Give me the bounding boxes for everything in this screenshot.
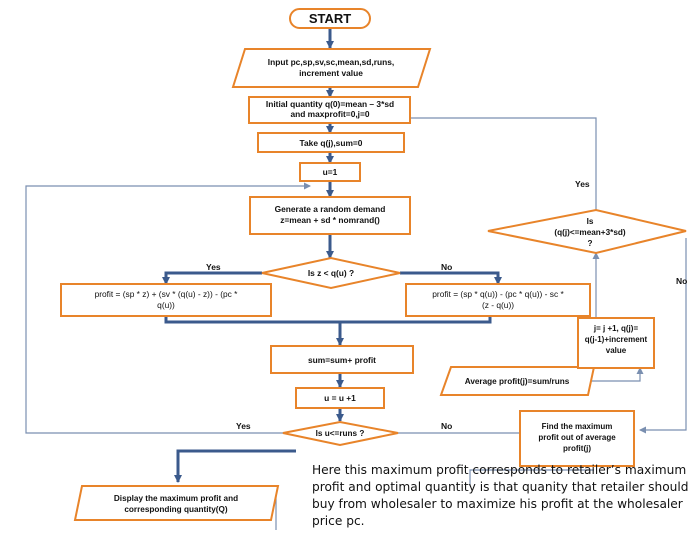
gen-line-2: z=mean + sd * nomrand() — [280, 215, 380, 225]
gen-line-1: Generate a random demand — [275, 204, 386, 214]
jinc-line-3: value — [606, 346, 627, 355]
j-increment-box — [577, 317, 655, 369]
decision2-text: Is u<=runs ? — [316, 429, 365, 438]
flowchart-shapes — [60, 8, 687, 521]
jinc-line-2: q(j-1)+increment — [585, 335, 648, 344]
dec2-line-1: Is u<=runs ? — [316, 429, 365, 438]
sum-text: sum=sum+ profit — [308, 355, 376, 365]
line-dec2-no — [398, 423, 521, 434]
jinc-line-1: j= j +1, q(j)= — [593, 324, 639, 333]
input-text: Input pc,sp,sv,sc,mean,sd,runs,increment… — [268, 57, 394, 78]
take-box — [257, 132, 405, 153]
input-parallelogram — [231, 48, 432, 88]
decision-z-lt-q — [261, 256, 401, 290]
explanation-note: Here this maximum profit corresponds to … — [312, 463, 689, 528]
u1-box — [299, 162, 361, 182]
take-text: Take q(j),sum=0 — [300, 138, 363, 148]
arrow-dec1-no — [400, 271, 502, 285]
average-text: Average profit(j)=sum/runs — [465, 377, 570, 386]
profit-yes-box — [60, 283, 272, 317]
init-line-1: Initial quantity q(0)=mean – 3*sd — [266, 99, 394, 109]
u-increment-text: u = u +1 — [324, 393, 356, 403]
label-dec3-no: No — [676, 276, 687, 286]
dec3-line-3: ? — [587, 239, 592, 248]
profit_yes-line-1: profit = (sp * z) + (sv * (q(u) - z)) - … — [95, 289, 239, 299]
find-max-box — [519, 410, 635, 467]
take-line-1: Take q(j),sum=0 — [300, 138, 363, 148]
display-line-2: corresponding quantity(Q) — [124, 505, 228, 514]
line-dec3-no — [639, 238, 687, 434]
profit_no-line-1: profit = (sp * q(u)) - (pc * q(u)) - sc … — [432, 289, 564, 299]
branch-labels: Yes No Yes No Yes No — [206, 179, 687, 431]
dec3-line-2: (q(j)<=mean+3*sd) — [554, 228, 625, 237]
label-dec1-no: No — [441, 262, 452, 272]
j-increment-text: j= j +1, q(j)= q(j-1)+increment value — [585, 324, 648, 355]
average-profit-parallelogram — [439, 366, 596, 396]
decision-u-le-runs — [282, 420, 399, 447]
line-findmax-note — [469, 469, 594, 486]
label-dec2-yes: Yes — [236, 421, 251, 431]
node-text-layer: START Input pc,sp,sv,sc,mean,sd,runs,inc… — [95, 11, 648, 514]
profit-no-text: profit = (sp * q(u)) - (pc * q(u)) - sc … — [432, 289, 564, 310]
label-dec1-yes: Yes — [206, 262, 221, 272]
profit-yes-text: profit = (sp * z) + (sv * (q(u) - z)) - … — [95, 289, 239, 310]
main-flow-connectors — [162, 28, 502, 483]
start-label: START — [309, 11, 351, 26]
label-dec3-yes: Yes — [575, 179, 590, 189]
display-line-1: Display the maximum profit and — [114, 494, 238, 503]
dec1-line-1: Is z < q(u) ? — [308, 268, 354, 278]
findmax-line-3: profit(j) — [563, 444, 591, 453]
findmax-line-1: Find the maximum — [542, 422, 613, 431]
u1-line-1: u=1 — [323, 167, 338, 177]
findmax-line-2: profit out of average — [538, 433, 616, 442]
dec3-line-1: Is — [587, 217, 594, 226]
label-dec2-no: No — [441, 421, 452, 431]
display-parallelogram — [73, 485, 280, 521]
generate-demand-box — [249, 196, 411, 235]
merge-profit-lines — [164, 316, 492, 324]
decision-q-le-bound — [487, 208, 687, 255]
loop-dec2-yes — [25, 182, 311, 434]
profit_yes-line-2: q(u)) — [157, 300, 175, 310]
find-max-text: Find the maximum profit out of average pro… — [538, 422, 616, 453]
display-text: Display the maximum profit and correspond… — [114, 494, 238, 514]
u-increment-box — [295, 387, 385, 409]
init-line-2: and maxprofit=0,j=0 — [290, 109, 369, 119]
sum-box — [270, 345, 414, 374]
arrow-avg-jinc — [588, 367, 644, 382]
decision1-text: Is z < q(u) ? — [308, 268, 354, 278]
loop-dec3-yes — [377, 114, 597, 210]
arrow-findmax-display — [174, 449, 296, 483]
input-line-1: Input pc,sp,sv,sc,mean,sd,runs, — [268, 57, 394, 67]
start-terminal — [289, 8, 371, 29]
arrow-dec1-yes — [162, 271, 262, 285]
profit_no-line-2: (z - q(u)) — [482, 300, 514, 310]
avg-line-1: Average profit(j)=sum/runs — [465, 377, 570, 386]
u1-text: u=1 — [323, 167, 338, 177]
uinc-line-1: u = u +1 — [324, 393, 356, 403]
sum-line-1: sum=sum+ profit — [308, 355, 376, 365]
init-box — [248, 96, 411, 124]
decision3-text: Is (q(j)<=mean+3*sd)? — [554, 217, 625, 248]
profit-no-box — [405, 283, 591, 317]
input-line-2: increment value — [299, 68, 363, 78]
